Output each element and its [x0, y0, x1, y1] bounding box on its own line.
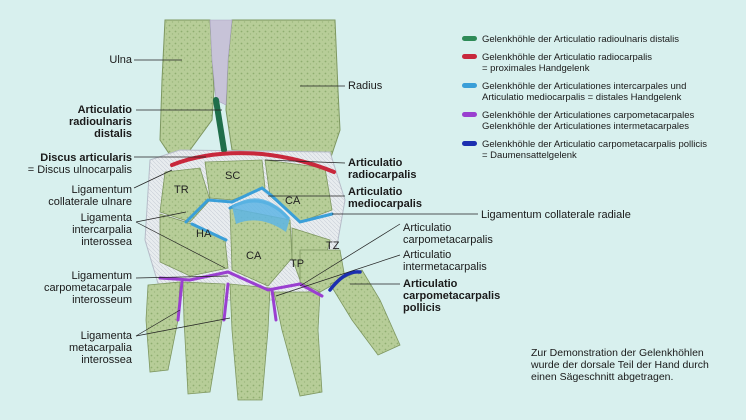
bone-label-sc: SC — [225, 170, 241, 182]
radius-bone — [225, 19, 341, 161]
label-lig-collaterale-radiale: Ligamentum collaterale radiale — [481, 209, 631, 221]
legend-swatch — [462, 54, 477, 59]
metacarpal-5 — [145, 281, 181, 373]
metacarpal-2 — [273, 291, 323, 397]
cavity-carpometacarpal — [158, 270, 324, 322]
label-radius: Radius — [348, 80, 383, 92]
cavity-radioulnar — [213, 97, 227, 153]
label-ulna: Ulna — [109, 54, 132, 66]
leader-lines — [133, 59, 478, 337]
legend-item-carpometacarpal: Gelenkhöhle der Articulationes carpometa… — [462, 110, 744, 132]
legend: Gelenkhöhle der Articulatio radioulnaris… — [462, 34, 744, 168]
bone-label-ca: CA — [246, 250, 262, 262]
metacarpal-3 — [229, 283, 271, 401]
bone-label-tr: TR — [174, 184, 189, 196]
interosseous-membrane — [209, 19, 233, 106]
cavity-midcarpal-pocket — [232, 198, 290, 232]
bone-label-ha: HA — [196, 228, 212, 240]
legend-item-midcarpal: Gelenkhöhle der Articulationes intercarp… — [462, 81, 744, 103]
ulna-bone — [159, 19, 215, 159]
cavity-radiocarpal — [170, 151, 336, 174]
legend-swatch — [462, 36, 477, 41]
legend-item-thumb: Gelenkhöhle der Articulatio carpometacar… — [462, 139, 744, 161]
bone-label-tp: TP — [290, 258, 305, 270]
cavity-thumb — [328, 270, 362, 292]
bone-label-ca-top: CA — [285, 195, 301, 207]
legend-swatch — [462, 112, 477, 117]
label-discus-articularis: Discus articularis= Discus ulnocarpalis — [27, 152, 132, 176]
legend-item-radioulnar: Gelenkhöhle der Articulatio radioulnaris… — [462, 34, 744, 45]
legend-swatch — [462, 141, 477, 146]
legend-item-radiocarpal: Gelenkhöhle der Articulatio radiocarpali… — [462, 52, 744, 74]
bone-label-tz: TZ — [326, 240, 340, 252]
metacarpal-1 — [329, 269, 401, 356]
metacarpal-4 — [182, 281, 226, 395]
legend-swatch — [462, 83, 477, 88]
